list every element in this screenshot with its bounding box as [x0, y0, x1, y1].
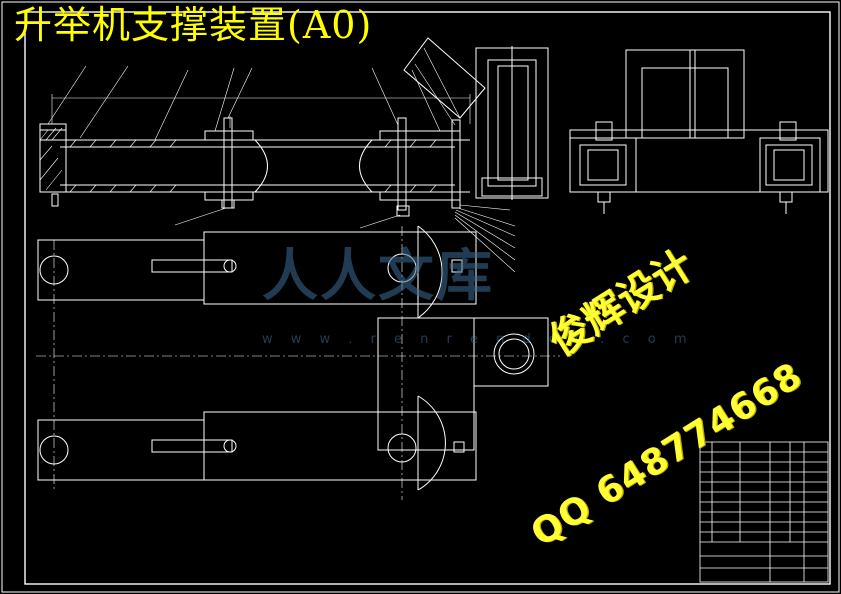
watermark-url: w w w . r e n r e n d o c . c o m — [262, 332, 694, 347]
beam-section-view — [39, 117, 470, 217]
inner-border — [24, 11, 831, 585]
beam-end-view — [403, 37, 549, 200]
clamp-assembly-view — [569, 49, 829, 214]
drawing-title: 升举机支撑装置(A0) — [14, 3, 373, 47]
part-leaders — [47, 47, 516, 273]
section-hatching — [39, 127, 437, 193]
dimension-lines — [51, 94, 471, 128]
title-block — [699, 441, 829, 583]
center-lines — [36, 226, 560, 500]
watermark-logo: 人人文库 — [262, 243, 494, 309]
